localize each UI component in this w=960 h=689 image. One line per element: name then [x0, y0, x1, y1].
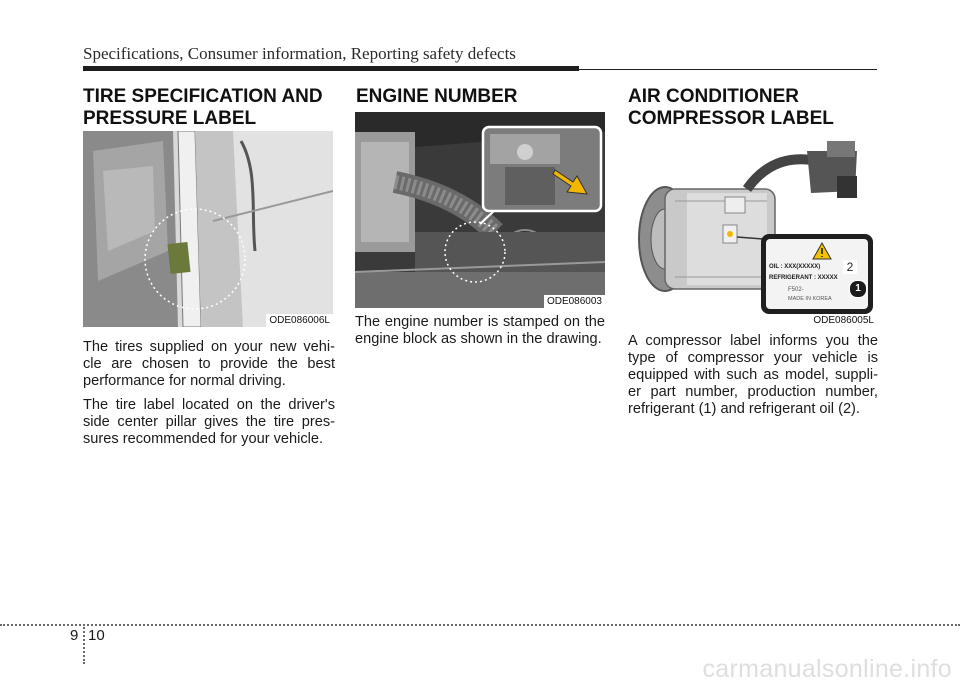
compressor-label-plate: OIL : XXX(XXXXX) REFRIGERANT : XXXXX F50…: [766, 239, 868, 309]
engine-number-arrow: [552, 169, 588, 195]
label-refrigerant-text: REFRIGERANT : XXXXX: [769, 275, 838, 281]
engine-figure-code: ODE086003: [543, 295, 605, 308]
callout-1-badge: 1: [849, 280, 867, 298]
engine-body-text: The engine number is stamped on the engi…: [355, 314, 605, 355]
warning-icon: [812, 242, 832, 260]
engine-paragraph-1: The engine number is stamped on the engi…: [355, 314, 605, 347]
compressor-section-title: AIR CONDITIONER COMPRESSOR LABEL: [628, 86, 888, 130]
header-rule: [83, 66, 579, 71]
compressor-body-text: A compressor label informs you the type …: [628, 333, 878, 425]
compressor-label-figure: OIL : XXX(XXXXX) REFRIGERANT : XXXXX F50…: [627, 131, 877, 327]
tire-body-text: The tires supplied on your new vehi-cle …: [83, 339, 335, 455]
chapter-number: 9: [70, 627, 79, 644]
engine-bay-illustration: [355, 112, 605, 308]
compressor-figure-code: ODE086005L: [810, 314, 877, 327]
page-number: 10: [88, 627, 105, 644]
header-rule-thin: [579, 69, 877, 70]
compressor-paragraph-1: A compressor label informs you the type …: [628, 333, 878, 417]
compressor-title-line1: AIR CONDITIONER: [628, 86, 799, 107]
compressor-title-line2: COMPRESSOR LABEL: [628, 108, 834, 129]
watermark-text: carmanualsonline.info: [702, 655, 952, 683]
engine-number-figure: ODE086003: [355, 112, 605, 308]
label-part-text: F502-: [788, 287, 804, 293]
label-oil-text: OIL : XXX(XXXXX): [769, 264, 821, 270]
tire-section-title: TIRE SPECIFICATION AND PRESSURE LABEL: [83, 86, 343, 130]
door-pillar-illustration: [83, 131, 333, 327]
callout-2-number: 2: [843, 260, 857, 274]
tire-figure-code: ODE086006L: [266, 314, 333, 327]
footer-rule: [0, 624, 960, 626]
tire-title-line2: PRESSURE LABEL: [83, 108, 257, 129]
tire-paragraph-2: The tire label located on the driver's s…: [83, 397, 335, 447]
engine-section-title: ENGINE NUMBER: [356, 86, 518, 107]
running-header: Specifications, Consumer information, Re…: [83, 44, 516, 63]
compressor-label-inset: OIL : XXX(XXXXX) REFRIGERANT : XXXXX F50…: [761, 234, 873, 314]
tire-title-line1: TIRE SPECIFICATION AND: [83, 86, 323, 107]
tire-label-sticker: [167, 242, 191, 274]
label-made-text: MADE IN KOREA: [788, 296, 832, 302]
footer-divider: [83, 624, 85, 664]
tire-label-figure: ODE086006L: [83, 131, 333, 327]
tire-paragraph-1: The tires supplied on your new vehi-cle …: [83, 339, 335, 389]
